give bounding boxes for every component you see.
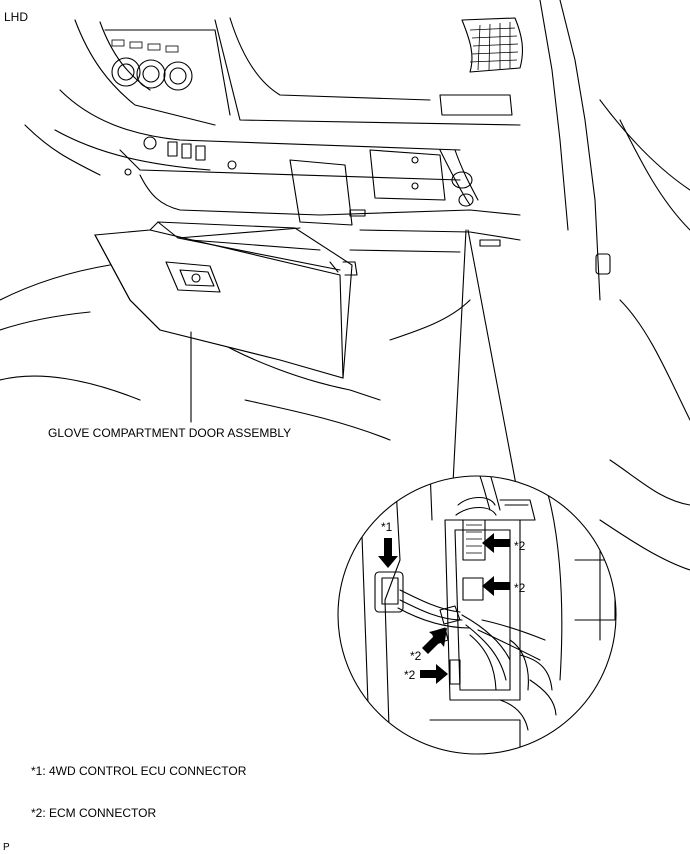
climate-knobs bbox=[111, 39, 237, 176]
door-pillar bbox=[539, 0, 690, 571]
arrow-1-down bbox=[378, 538, 398, 568]
detail-magnifier: *1 *2 *2 *2 *2 bbox=[337, 475, 617, 755]
glove-compartment-door bbox=[94, 221, 358, 379]
variant-label: LHD bbox=[4, 10, 29, 24]
callout-2a-label: *2 bbox=[514, 539, 526, 553]
legend-item-1: *1: 4WD CONTROL ECU CONNECTOR bbox=[31, 764, 247, 778]
callout-2c-label: *2 bbox=[410, 649, 422, 663]
callout-arrows bbox=[378, 533, 510, 684]
arrow-2a-left bbox=[482, 533, 510, 553]
detail-leader-left bbox=[452, 229, 467, 484]
detail-leader-right bbox=[467, 229, 518, 491]
air-vent bbox=[461, 17, 524, 73]
callout-2d-label: *2 bbox=[404, 668, 416, 682]
arrow-2d-right bbox=[420, 664, 448, 684]
footer-code: P bbox=[3, 842, 10, 853]
arrow-2c-up-right bbox=[422, 628, 447, 654]
legend-item-2: *2: ECM CONNECTOR bbox=[31, 806, 157, 820]
callout-1-label: *1 bbox=[381, 520, 393, 534]
ecu-wiring-area bbox=[349, 149, 501, 247]
arrow-2b-left bbox=[482, 576, 510, 596]
glove-door-label: GLOVE COMPARTMENT DOOR ASSEMBLY bbox=[48, 426, 292, 440]
dashboard-drawing bbox=[0, 17, 521, 441]
callout-2b-label: *2 bbox=[514, 581, 526, 595]
